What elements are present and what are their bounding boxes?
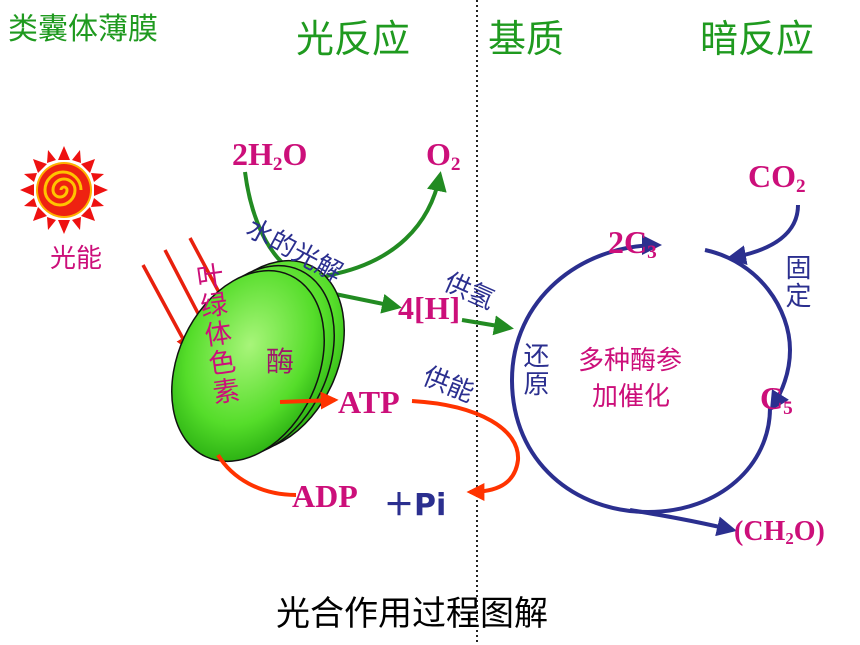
reduction-label: 还原 — [519, 342, 549, 398]
c5-molecule: C5 — [760, 380, 793, 419]
header-thylakoid: 类囊体薄膜 — [8, 12, 158, 47]
oxygen-molecule: O2 — [426, 136, 461, 175]
supply-hydrogen-arrow — [461, 315, 514, 336]
water-molecule: 2H2O — [232, 136, 308, 175]
atp-label: ATP — [338, 384, 400, 420]
hydrogen-arrow — [329, 291, 402, 314]
atp-formation-arrow — [279, 391, 339, 410]
sun-icon — [20, 146, 108, 234]
diagram-caption: 光合作用过程图解 — [276, 594, 548, 634]
c3-molecule: 2C3 — [608, 224, 657, 263]
hydrogen-label: 4[H] — [398, 290, 461, 326]
enzymes-line2: 加催化 — [592, 382, 671, 412]
enzymes-line1: 多种酶参 — [578, 346, 683, 376]
light-energy-label: 光能 — [50, 244, 103, 274]
photolysis-arrow — [243, 171, 447, 281]
calvin-cycle — [509, 204, 800, 537]
pi-label: ＋Pi — [384, 488, 447, 523]
enzyme-label-disc: 酶 — [266, 345, 295, 378]
carbohydrate-molecule: (CH2O) — [734, 516, 825, 549]
header-dark-reaction: 暗反应 — [700, 17, 815, 61]
fixation-label: 固定 — [781, 254, 811, 310]
header-light-reaction: 光反应 — [296, 17, 411, 61]
adp-return-arrow — [216, 453, 297, 497]
adp-label: ADP — [292, 478, 358, 514]
chloroplast-disc-stack — [171, 259, 345, 463]
supply-energy-arrow — [411, 399, 521, 501]
co2-molecule: CO2 — [748, 158, 806, 197]
header-stroma: 基质 — [488, 17, 565, 61]
